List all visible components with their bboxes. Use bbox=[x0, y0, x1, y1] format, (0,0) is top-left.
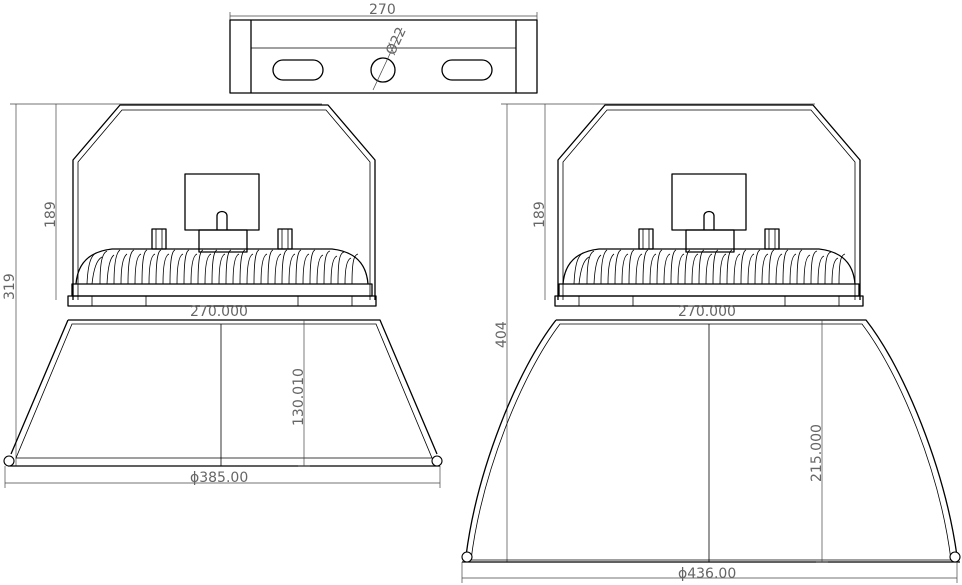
top-width-label: 270 bbox=[369, 2, 396, 18]
left-reflector-diameter-label: ϕ385.00 bbox=[190, 470, 248, 486]
housing-cage bbox=[72, 104, 376, 300]
right-reflector-height-label: 215.000 bbox=[809, 424, 825, 482]
mounting-bracket bbox=[229, 19, 538, 94]
hole-diameter-label: Ø22 bbox=[383, 25, 410, 58]
right-fixture: 189 404 270.000 215.000 ϕ436.00 bbox=[461, 103, 961, 583]
right-housing-height-label: 189 bbox=[532, 201, 548, 228]
left-total-height-label: 319 bbox=[2, 273, 18, 300]
left-driver-diameter-label: 270.000 bbox=[190, 304, 248, 320]
housing-cage-right bbox=[557, 104, 861, 300]
right-driver-diameter-label: 270.000 bbox=[678, 304, 736, 320]
reflector-cone-left bbox=[10, 319, 438, 455]
top-view: 270 Ø22 bbox=[229, 2, 538, 94]
left-reflector-height-label: 130.010 bbox=[291, 368, 307, 426]
right-total-height-label: 404 bbox=[494, 321, 510, 348]
mounting-hole bbox=[370, 57, 396, 83]
left-fixture: 319 189 270.000 130.010 ϕ385.00 bbox=[2, 103, 443, 488]
left-housing-height-label: 189 bbox=[43, 201, 59, 228]
right-reflector-diameter-label: ϕ436.00 bbox=[678, 566, 736, 582]
reflector-dome-right bbox=[465, 319, 958, 557]
slot-right bbox=[441, 59, 493, 81]
slot-left bbox=[272, 59, 324, 81]
